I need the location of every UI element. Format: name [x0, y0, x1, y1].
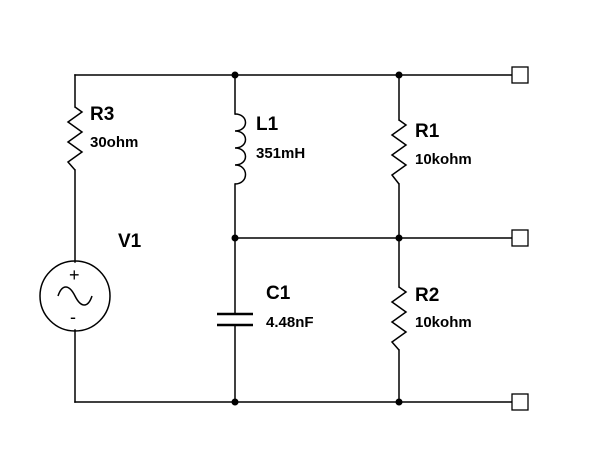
c1-value-label: 4.48nF: [266, 314, 314, 331]
l1-value-label: 351mH: [256, 145, 305, 162]
resistor-r3-symbol: [66, 106, 84, 171]
wires: [74, 74, 513, 403]
junction-dot: [395, 234, 403, 242]
c1-name-label: C1: [266, 283, 291, 304]
inductor-l1-symbol: [234, 113, 247, 185]
terminal-top[interactable]: [511, 66, 529, 84]
r2-value-label: 10kohm: [415, 314, 472, 331]
junction-dot: [231, 234, 239, 242]
r3-name-label: R3: [90, 104, 114, 125]
resistor-r1-symbol: [390, 119, 408, 185]
l1-name-label: L1: [256, 114, 279, 135]
r2-name-label: R2: [415, 285, 439, 306]
ac-source-sine-icon: [57, 286, 93, 306]
resistor-r2-symbol: [390, 286, 408, 351]
r1-value-label: 10kohm: [415, 151, 472, 168]
junction-dot: [231, 71, 239, 79]
terminal-bottom[interactable]: [511, 393, 529, 411]
junction-dot: [231, 398, 239, 406]
r1-name-label: R1: [415, 121, 440, 142]
ac-source-v1-circle: [39, 260, 111, 332]
ac-source-minus-sign: -: [70, 307, 76, 327]
terminal-middle[interactable]: [511, 229, 529, 247]
v1-name-label: V1: [118, 231, 142, 252]
r3-value-label: 30ohm: [90, 134, 138, 151]
junction-dot: [395, 71, 403, 79]
junction-dot: [395, 398, 403, 406]
junction-dots: [231, 71, 403, 406]
ac-source-plus-sign: +: [69, 265, 80, 285]
